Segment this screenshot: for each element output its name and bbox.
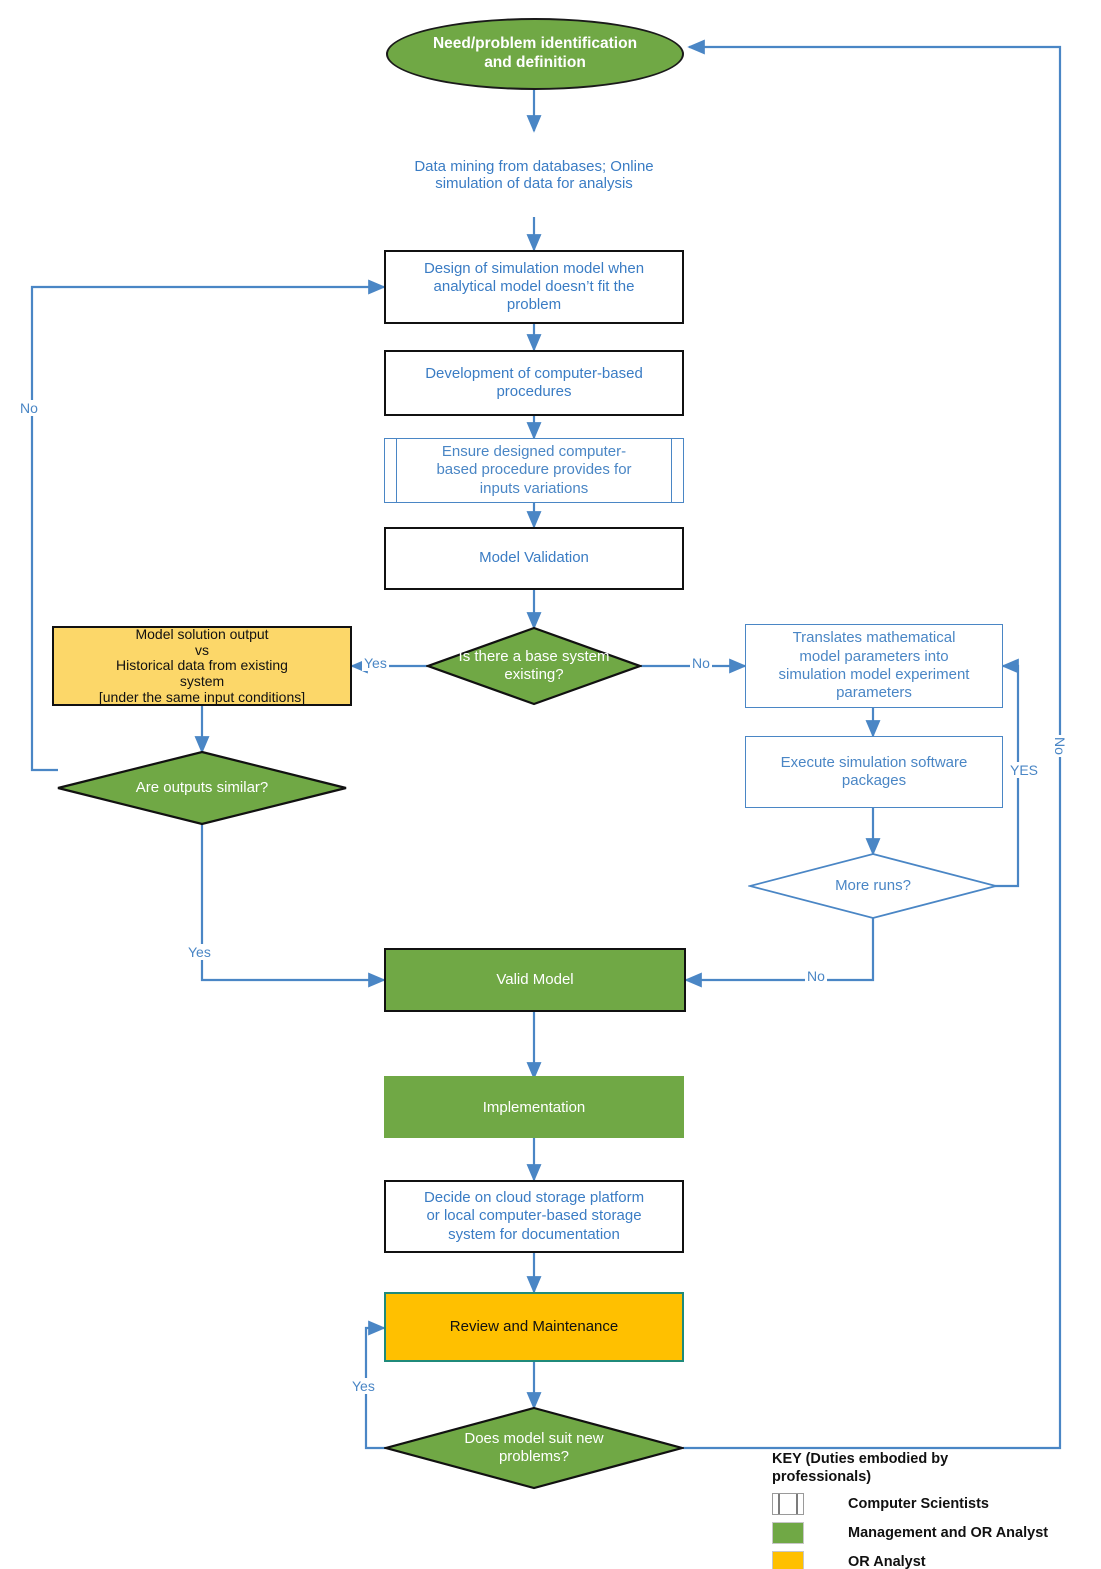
key-legend-title: KEY (Duties embodied by professionals) bbox=[772, 1451, 949, 1486]
node-model-validation-label: Model Validation bbox=[479, 549, 589, 567]
node-does-model-suit-new-problems[interactable]: Does model suit new problems? bbox=[384, 1406, 684, 1490]
node-is-base-system-existing-shape bbox=[426, 626, 642, 706]
edge-label-basesystem-yes: Yes bbox=[362, 655, 389, 671]
key-legend: KEY (Duties embodied by professionals) C… bbox=[772, 1450, 1092, 1569]
node-model-validation[interactable]: Model Validation bbox=[384, 527, 684, 590]
edge-label-similar-no: No bbox=[18, 400, 40, 416]
node-more-runs-shape bbox=[748, 853, 998, 919]
node-valid-model-label: Valid Model bbox=[496, 970, 574, 988]
orange-swatch-icon bbox=[772, 1551, 804, 1569]
node-need-problem-identification-label: Need/problem identification and definiti… bbox=[432, 35, 638, 71]
legend-item-management-or-analyst-label: Management and OR Analyst bbox=[848, 1525, 1049, 1542]
node-does-model-suit-new-problems-label: Does model suit new problems? bbox=[464, 1430, 604, 1465]
legend-item-computer-scientists-label: Computer Scientists bbox=[848, 1496, 989, 1513]
edge-moreruns-no-to-validmodel bbox=[684, 918, 875, 988]
edge-label-basesystem-no: No bbox=[690, 655, 712, 671]
edge-similar-no-to-design bbox=[30, 279, 386, 772]
legend-item-computer-scientists: Computer Scientists bbox=[772, 1493, 1092, 1516]
node-development-procedures-label: Development of computer-based procedures bbox=[425, 364, 643, 400]
node-implementation-label-wrap: Implementation bbox=[384, 1076, 684, 1138]
edge-label-moreruns-yes: YES bbox=[1008, 762, 1041, 778]
node-is-base-system-existing-label: Is there a base system existing? bbox=[458, 648, 610, 683]
edge-similar-yes-to-validmodel bbox=[200, 789, 386, 988]
node-compare-model-vs-historical-label: Model solution output vs Historical data… bbox=[98, 625, 306, 705]
node-translate-parameters-label: Translates mathematical model parameters… bbox=[778, 629, 970, 702]
node-execute-simulation-software-label: Execute simulation software packages bbox=[780, 753, 968, 789]
predefined-process-right-bar bbox=[671, 438, 672, 503]
node-decide-storage-platform-label: Decide on cloud storage platform or loca… bbox=[423, 1189, 645, 1243]
edge-label-moreruns-no: No bbox=[805, 968, 827, 984]
edge-label-suitnew-no: No bbox=[1052, 735, 1068, 757]
edge-label-similar-yes: Yes bbox=[186, 944, 213, 960]
node-data-mining[interactable]: Data mining from databases; Online simul… bbox=[384, 133, 684, 217]
node-need-problem-identification[interactable]: Need/problem identification and definiti… bbox=[386, 18, 684, 90]
node-ensure-inputs-variations[interactable]: Ensure designed computer- based procedur… bbox=[384, 438, 684, 503]
predefined-process-left-bar bbox=[396, 438, 397, 503]
node-design-simulation-model[interactable]: Design of simulation model when analytic… bbox=[384, 250, 684, 324]
legend-item-or-analyst-label: OR Analyst bbox=[848, 1554, 926, 1569]
node-ensure-inputs-variations-body bbox=[384, 438, 684, 503]
node-decide-storage-platform[interactable]: Decide on cloud storage platform or loca… bbox=[384, 1180, 684, 1253]
green-swatch-icon bbox=[772, 1522, 804, 1545]
node-translate-parameters[interactable]: Translates mathematical model parameters… bbox=[745, 624, 1003, 708]
node-are-outputs-similar-label: Are outputs similar? bbox=[135, 779, 269, 796]
legend-item-or-analyst: OR Analyst bbox=[772, 1551, 1092, 1569]
edge-label-suitnew-yes: Yes bbox=[350, 1378, 377, 1394]
node-development-procedures[interactable]: Development of computer-based procedures bbox=[384, 350, 684, 416]
node-review-and-maintenance[interactable]: Review and Maintenance bbox=[384, 1292, 684, 1362]
node-more-runs-label: More runs? bbox=[835, 877, 911, 894]
node-are-outputs-similar-shape bbox=[57, 750, 347, 826]
node-more-runs[interactable]: More runs? bbox=[748, 852, 998, 920]
node-implementation-label: Implementation bbox=[482, 1098, 586, 1116]
node-is-base-system-existing[interactable]: Is there a base system existing? bbox=[426, 626, 642, 706]
node-review-and-maintenance-label: Review and Maintenance bbox=[449, 1317, 619, 1335]
node-data-mining-label: Data mining from databases; Online simul… bbox=[414, 158, 654, 192]
node-data-mining-label-wrap: Data mining from databases; Online simul… bbox=[384, 133, 684, 217]
node-execute-simulation-software[interactable]: Execute simulation software packages bbox=[745, 736, 1003, 808]
node-compare-model-vs-historical[interactable]: Model solution output vs Historical data… bbox=[52, 626, 352, 706]
predefined-process-swatch-icon bbox=[772, 1493, 804, 1516]
node-valid-model[interactable]: Valid Model bbox=[384, 948, 686, 1012]
node-does-model-suit-new-problems-shape bbox=[384, 1406, 684, 1490]
node-ensure-inputs-variations-label: Ensure designed computer- based procedur… bbox=[436, 443, 632, 497]
node-are-outputs-similar[interactable]: Are outputs similar? bbox=[56, 750, 348, 826]
node-design-simulation-model-label: Design of simulation model when analytic… bbox=[423, 259, 645, 314]
legend-item-management-or-analyst: Management and OR Analyst bbox=[772, 1522, 1092, 1545]
node-implementation[interactable]: Implementation bbox=[384, 1076, 684, 1138]
